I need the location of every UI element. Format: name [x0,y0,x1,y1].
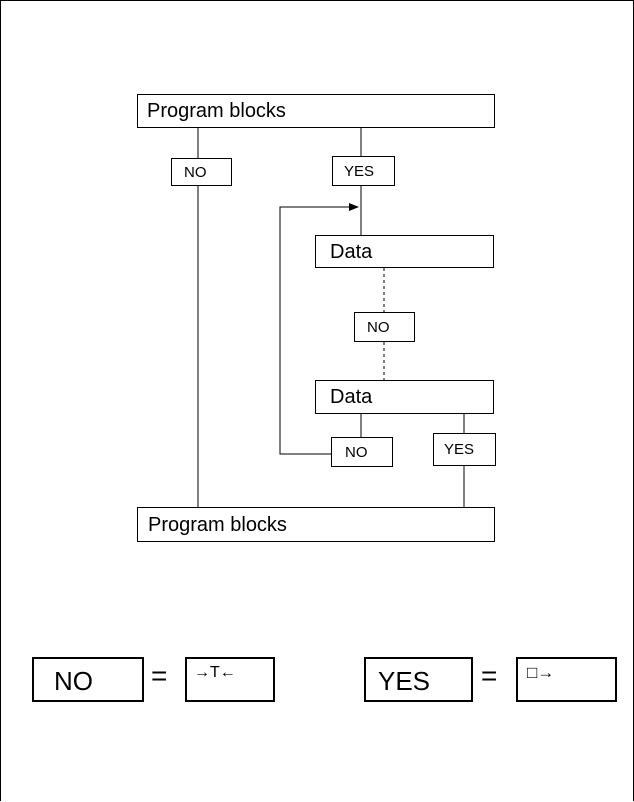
yes-lower-label: YES [444,441,475,458]
legend-enter-key: □→ [516,657,617,702]
no-middle-label: NO [367,319,390,336]
legend-yes-label: YES [378,666,431,696]
no-left-box: NO [171,158,232,186]
legend-tab-symbol: →T← [194,664,236,681]
legend-equals-1: = [151,660,168,691]
no-loop-box: NO [331,437,393,467]
data-block-2-label: Data [330,386,373,408]
bottom-program-blocks-label: Program blocks [148,514,287,536]
no-loop-label: NO [345,444,368,461]
legend-no-label: NO [54,666,93,696]
no-middle-box: NO [354,312,415,342]
legend-equals-2: = [481,660,498,691]
top-program-blocks: Program blocks [137,94,495,128]
no-left-label: NO [184,164,207,181]
loop-back-arrow [279,203,359,455]
data-block-1: Data [315,235,494,268]
yes-top-label: YES [344,163,375,180]
yes-lower-box: YES [433,433,496,466]
bottom-program-blocks: Program blocks [137,507,495,542]
data-block-1-label: Data [330,241,373,263]
legend-enter-symbol: □→ [527,663,555,682]
top-program-blocks-label: Program blocks [147,100,286,122]
legend-tab-key: →T← [185,657,275,702]
legend-yes-key: YES [364,657,473,702]
data-block-2: Data [315,380,494,414]
legend-no-key: NO [32,657,144,702]
yes-top-box: YES [332,156,395,186]
